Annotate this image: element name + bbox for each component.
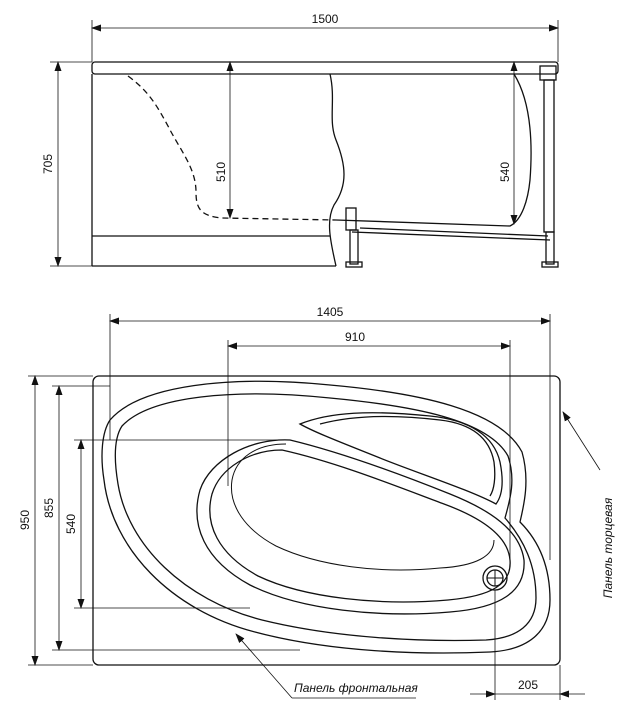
side-frame-rail-2 bbox=[351, 231, 551, 241]
plan-outer-frame bbox=[92, 375, 561, 666]
leader-end-panel bbox=[562, 411, 601, 471]
dim-label-910: 910 bbox=[345, 330, 365, 344]
plan-rim-outer bbox=[101, 380, 551, 654]
plan-bowl-outer bbox=[196, 439, 525, 615]
dim-label-1500: 1500 bbox=[312, 12, 339, 26]
dim-label-540-side: 540 bbox=[498, 162, 512, 182]
side-foot-right bbox=[541, 261, 559, 268]
side-leg-pole bbox=[543, 79, 555, 233]
plan-seat-inner bbox=[319, 415, 496, 497]
end-panel-label: Панель торцевая bbox=[601, 497, 615, 598]
side-hidden-profile bbox=[127, 75, 337, 221]
leader-front-panel bbox=[235, 633, 293, 699]
dim-label-1405: 1405 bbox=[317, 305, 344, 319]
plan-seat bbox=[298, 412, 503, 505]
front-panel-label: Панель фронтальная bbox=[294, 681, 418, 695]
dim-label-855: 855 bbox=[42, 498, 56, 518]
side-leg-right bbox=[545, 231, 555, 265]
plan-rim-inner bbox=[114, 393, 537, 642]
dim-label-540-plan: 540 bbox=[64, 514, 78, 534]
side-view bbox=[50, 20, 559, 268]
plan-view bbox=[28, 314, 601, 700]
plan-bowl-inner bbox=[209, 449, 511, 603]
side-leg-bracket bbox=[539, 65, 557, 81]
dim-label-205: 205 bbox=[518, 678, 538, 692]
side-bowl-profile bbox=[335, 73, 532, 227]
side-drain bbox=[345, 207, 357, 231]
dim-label-705: 705 bbox=[41, 154, 55, 174]
side-panel-edge bbox=[328, 73, 345, 267]
side-rim bbox=[91, 61, 559, 75]
side-frame-rail bbox=[359, 227, 549, 237]
side-foot-left bbox=[345, 261, 363, 268]
side-leg-left bbox=[349, 229, 359, 265]
dim-label-950: 950 bbox=[18, 510, 32, 530]
dim-label-510: 510 bbox=[214, 162, 228, 182]
plan-bowl-floor bbox=[230, 443, 495, 571]
